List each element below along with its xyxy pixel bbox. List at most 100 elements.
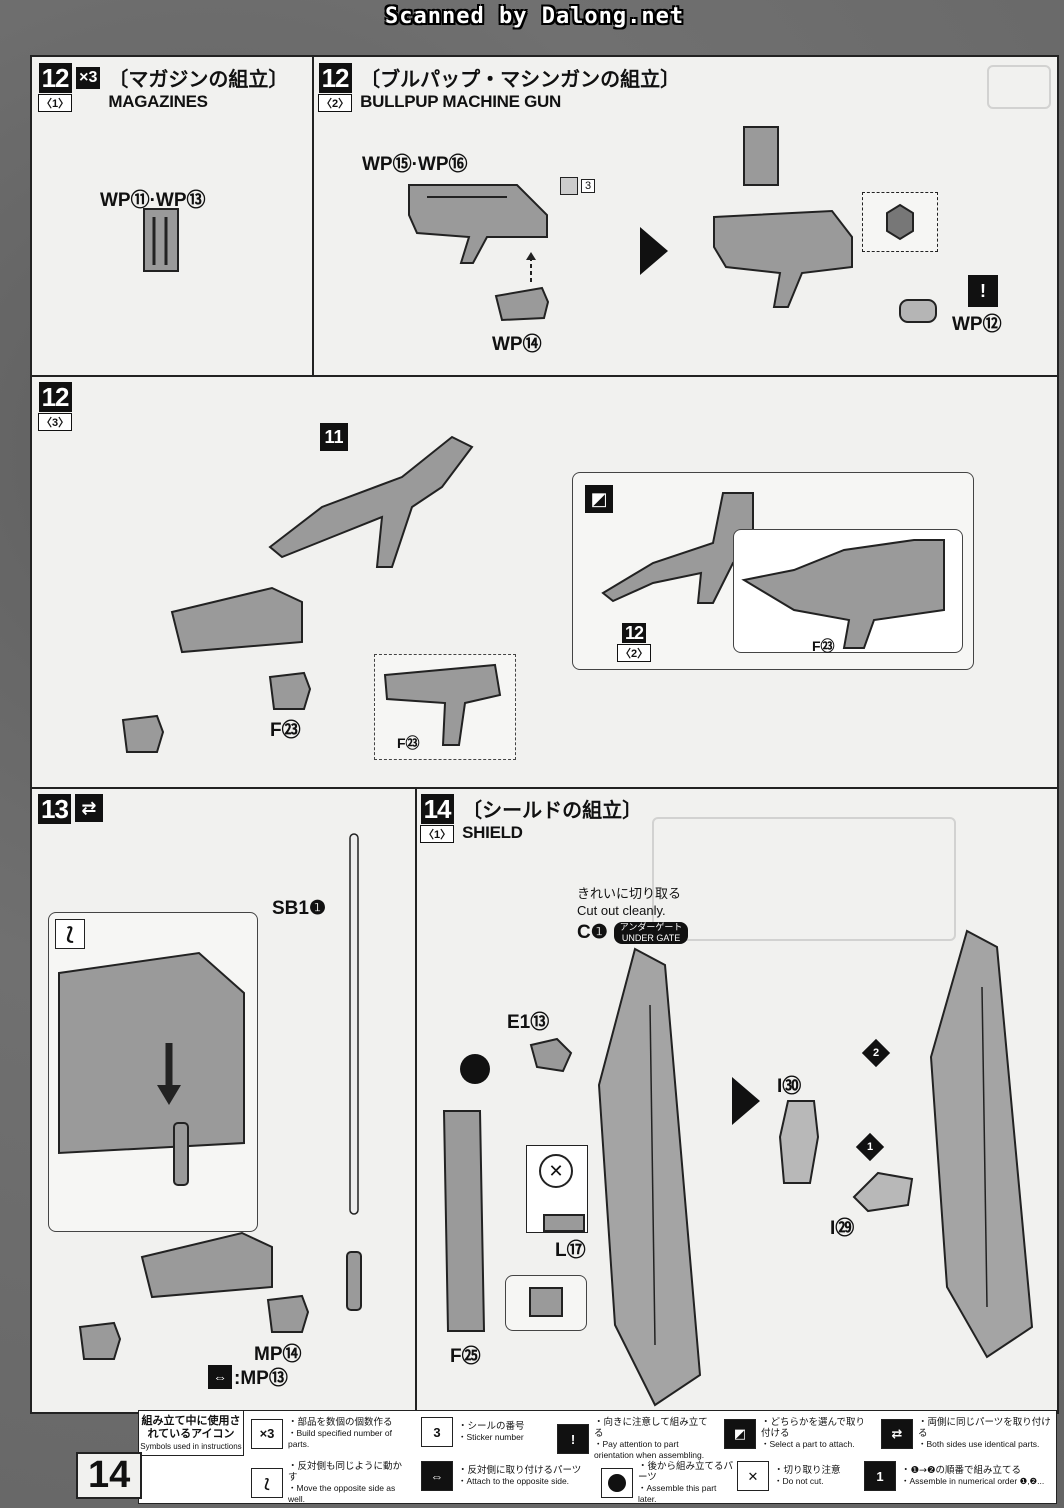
part-label: SB1❶ bbox=[272, 898, 326, 919]
option-inset: ◩ 12〈2〉 F㉓ bbox=[572, 472, 974, 670]
muzzle-detail bbox=[886, 203, 914, 241]
instruction-page: 12〈1〉 ×3 〔マガジンの組立〕MAGAZINES WP⑪·WP⑬ 12〈2… bbox=[30, 55, 1059, 1414]
divider bbox=[312, 57, 314, 375]
step-title-jp: 〔ブルパップ・マシンガンの組立〕 bbox=[360, 67, 681, 91]
legend-item-later: ・後から組み立てるパーツ・Assemble this part later. bbox=[601, 1461, 736, 1505]
part-label: C❶ bbox=[577, 922, 608, 943]
legend-text-jp: ・切り取り注意 bbox=[774, 1465, 841, 1476]
magazine-part bbox=[743, 126, 779, 186]
hand-part bbox=[268, 671, 312, 710]
sticker-number: 3 bbox=[581, 179, 596, 193]
next-step-arrow bbox=[732, 1077, 760, 1125]
legend-title-en: Symbols used in instructions bbox=[140, 1441, 242, 1451]
step-title-en: SHIELD bbox=[462, 823, 523, 842]
ghost-mark bbox=[987, 65, 1051, 109]
order-number: 1 bbox=[866, 1141, 874, 1153]
select-part-icon: ◩ bbox=[724, 1418, 756, 1449]
legend-item-sticker: 3 ・シールの番号・Sticker number bbox=[421, 1417, 546, 1447]
legend-item-orientation: ! ・向きに注意して組み立てる・Pay attention to part or… bbox=[557, 1417, 717, 1461]
rifle-illustration bbox=[268, 435, 474, 568]
assemble-later-icon bbox=[601, 1468, 633, 1498]
select-part-icon: ◩ bbox=[585, 485, 613, 513]
step-number: 14 bbox=[420, 794, 454, 824]
beam-saber-illustration bbox=[346, 833, 362, 1311]
legend-text-en: ・Assemble this part later. bbox=[638, 1483, 717, 1504]
legend-text-jp: ・部品を数個の個数作る bbox=[288, 1417, 393, 1428]
legend-text-en: ・Attach to the opposite side. bbox=[458, 1476, 570, 1486]
order-number: 2 bbox=[872, 1047, 880, 1059]
option-inset-b: F㉓ bbox=[733, 529, 963, 654]
legend-text-jp: ・どちらかを選んで取り付ける bbox=[761, 1417, 866, 1439]
part-label: WP⑪·WP⑬ bbox=[100, 190, 206, 211]
sticker-marker: 3 bbox=[560, 177, 596, 195]
part-label: I㉙ bbox=[830, 1218, 855, 1239]
grip-detail bbox=[383, 663, 502, 746]
page-number: 14 bbox=[76, 1452, 143, 1499]
legend-text-en: ・Pay attention to part orientation when … bbox=[594, 1439, 705, 1460]
no-cut-icon: ✕ bbox=[737, 1461, 769, 1491]
cut-note-en: Cut out cleanly. bbox=[577, 903, 666, 918]
legend-item-select: ◩ ・どちらかを選んで取り付ける・Select a part to attach… bbox=[724, 1417, 874, 1450]
assemble-later-icon bbox=[460, 1054, 490, 1084]
arm-illustration bbox=[140, 1231, 273, 1299]
orientation-warning-icon: ! bbox=[968, 275, 998, 307]
legend-text-en: ・Move the opposite side as well. bbox=[288, 1483, 396, 1504]
hand-part bbox=[121, 714, 165, 753]
order-2-badge: 2 bbox=[861, 1038, 891, 1068]
legend-title: 組み立て中に使用されているアイコン Symbols used in instru… bbox=[139, 1411, 244, 1456]
both-sides-icon: ⇄ bbox=[881, 1418, 913, 1449]
part-label: L⑰ bbox=[555, 1240, 586, 1261]
part-l-detail-inset bbox=[505, 1275, 587, 1331]
part-label: E1⑬ bbox=[507, 1012, 550, 1033]
legend-text-en: ・Both sides use identical parts. bbox=[918, 1439, 1040, 1449]
legend-text-jp: ・❶→❷の順番で組み立てる bbox=[901, 1465, 1021, 1476]
shield-part-l bbox=[543, 1214, 585, 1232]
shield-assembled-illustration bbox=[929, 929, 1034, 1359]
hand-part bbox=[266, 1294, 310, 1333]
legend-text-jp: ・反対側も同じように動かす bbox=[288, 1461, 403, 1483]
under-gate-en: UNDER GATE bbox=[621, 932, 681, 943]
part-label: WP⑮·WP⑯ bbox=[362, 154, 468, 175]
next-step-arrow bbox=[640, 227, 668, 275]
step-number: 12 bbox=[318, 63, 352, 93]
gun-grip-part bbox=[494, 286, 550, 322]
legend-item-count: ×3 ・部品を数個の個数作る・Build specified number of… bbox=[251, 1417, 411, 1450]
reference-number: 11 bbox=[320, 423, 348, 451]
mirror-icon: ⟅ bbox=[251, 1468, 283, 1498]
under-gate-jp: アンダーゲート bbox=[619, 922, 683, 933]
part-l-detail bbox=[529, 1287, 563, 1317]
count-icon: ×3 bbox=[251, 1418, 283, 1449]
cut-note-jp: きれいに切り取る bbox=[577, 887, 682, 902]
shield-part-i30 bbox=[778, 1100, 820, 1184]
orientation-warning-icon: ! bbox=[557, 1424, 589, 1454]
opposite-side-label: ⇔ :MP⑬ bbox=[208, 1363, 288, 1390]
step-number: 12 bbox=[622, 623, 647, 643]
legend-item-opposite: ⇔ ・反対側に取り付けるパーツ・Attach to the opposite s… bbox=[421, 1461, 596, 1491]
part-label: I㉚ bbox=[777, 1076, 802, 1097]
shield-inner-illustration bbox=[597, 947, 702, 1407]
gun-assembled-illustration bbox=[713, 209, 853, 308]
gun-body-illustration bbox=[408, 184, 548, 264]
order-icon: 1 bbox=[864, 1461, 896, 1491]
part-label: F㉓ bbox=[270, 720, 301, 741]
no-cut-icon: ✕ bbox=[539, 1154, 573, 1188]
legend-text-jp: ・シールの番号 bbox=[458, 1421, 525, 1432]
step-14-1-header: 14〈1〉 〔シールドの組立〕SHIELD bbox=[420, 794, 642, 843]
muzzle-part bbox=[899, 299, 937, 323]
legend-item-nocut: ✕ ・切り取り注意・Do not cut. bbox=[737, 1461, 857, 1491]
gun-option-b bbox=[741, 539, 945, 649]
step-title-jp: 〔マガジンの組立〕 bbox=[108, 67, 289, 91]
sticker-icon: 3 bbox=[421, 1417, 453, 1447]
arm-storage-detail bbox=[58, 951, 245, 1186]
magazine-illustration bbox=[143, 208, 179, 272]
arm-illustration bbox=[170, 586, 303, 654]
under-gate-badge: アンダーゲート UNDER GATE bbox=[613, 921, 689, 944]
substep-number: 〈1〉 bbox=[38, 94, 73, 112]
shield-part-f bbox=[442, 1110, 486, 1332]
step-number: 13 bbox=[38, 794, 71, 824]
step-title-jp: 〔シールドの組立〕 bbox=[462, 798, 643, 822]
part-label: MP⑭ bbox=[254, 1344, 302, 1365]
substep-number: 〈2〉 bbox=[318, 94, 353, 112]
part-label: F㉕ bbox=[450, 1346, 481, 1367]
step-number: 12 bbox=[38, 382, 72, 412]
